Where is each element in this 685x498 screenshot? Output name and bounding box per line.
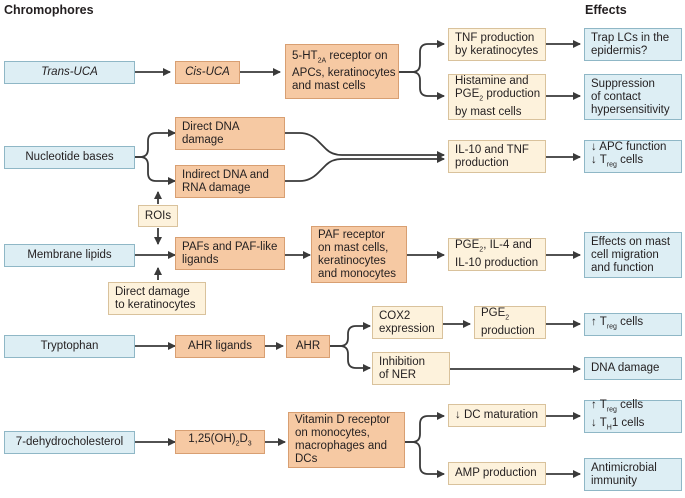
node-rois: ROIs <box>138 205 178 227</box>
node-paf-receptor: PAF receptor on mast cells, keratinocyte… <box>311 226 407 283</box>
arrow-ahr-ner <box>330 345 371 372</box>
arrow-indirect-il10 <box>285 155 445 182</box>
node-il10-tnf: IL-10 and TNF production <box>448 140 546 173</box>
node-ahr-ligands: AHR ligands <box>175 335 265 358</box>
node-cox2-expression: COX2 expression <box>372 306 443 339</box>
node-dna-damage: DNA damage <box>584 357 682 380</box>
chromophores-header: Chromophores <box>4 3 94 17</box>
node-membrane-lipids: Membrane lipids <box>4 244 135 267</box>
node-vitamin-d-receptor: Vitamin D receptor on monocytes, macroph… <box>288 412 405 468</box>
arrow-ht-tnf <box>399 40 445 73</box>
node-pafs-ligands: PAFs and PAF-like ligands <box>175 237 285 270</box>
node-5ht2a-receptor: 5-HT2A receptor on APCs, keratinocytes a… <box>285 44 399 99</box>
node-tnf-keratinocytes: TNF production by keratinocytes <box>448 28 546 61</box>
arrow-vdr-dc <box>405 412 445 443</box>
node-inhibition-ner: Inhibition of NER <box>372 352 450 385</box>
node-indirect-dna-rna-damage: Indirect DNA and RNA damage <box>175 165 285 198</box>
node-trap-lcs: Trap LCs in the epidermis? <box>584 28 682 61</box>
arrow-nuc-indirect <box>135 156 176 185</box>
node-treg-up: ↑ Treg cells <box>584 313 682 336</box>
arrow-direct-il10 <box>285 132 445 159</box>
node-trans-uca: Trans-UCA <box>4 61 135 84</box>
node-7-dehydrocholesterol: 7-dehydrocholesterol <box>4 431 135 454</box>
node-mast-cell-effects: Effects on mast cell migration and funct… <box>584 232 682 278</box>
arrow-ahr-cox2 <box>330 322 371 347</box>
node-nucleotide-bases: Nucleotide bases <box>4 146 135 169</box>
node-cis-uca: Cis-UCA <box>175 61 240 84</box>
node-antimicrobial-immunity: Antimicrobial immunity <box>584 458 682 491</box>
node-direct-damage-keratinocytes: Direct damage to keratinocytes <box>108 282 206 315</box>
node-dc-maturation: ↓ DC maturation <box>448 404 546 427</box>
node-125-oh2-d3: 1,25(OH)2D3 <box>175 430 265 454</box>
effects-header: Effects <box>585 3 627 17</box>
node-amp-production: AMP production <box>448 462 546 485</box>
node-apc-function: ↓ APC function ↓ Treg cells <box>584 140 682 173</box>
arrow-nuc-direct <box>135 129 176 158</box>
node-histamine-pge2: Histamine and PGE2 production by mast ce… <box>448 74 546 120</box>
arrow-vdr-amp <box>405 441 445 478</box>
arrow-ht-hist <box>399 71 445 100</box>
node-tryptophan: Tryptophan <box>4 335 135 358</box>
node-direct-dna-damage: Direct DNA damage <box>175 117 285 150</box>
node-pge2-il4-il10: PGE2, IL-4 and IL-10 production <box>448 238 546 271</box>
node-ahr: AHR <box>286 335 330 358</box>
node-treg-th1: ↑ Treg cells ↓ TH1 cells <box>584 399 682 433</box>
node-suppression-contact: Suppression of contact hypersensitivity <box>584 74 682 120</box>
node-pge2-production: PGE2 production <box>474 306 546 339</box>
